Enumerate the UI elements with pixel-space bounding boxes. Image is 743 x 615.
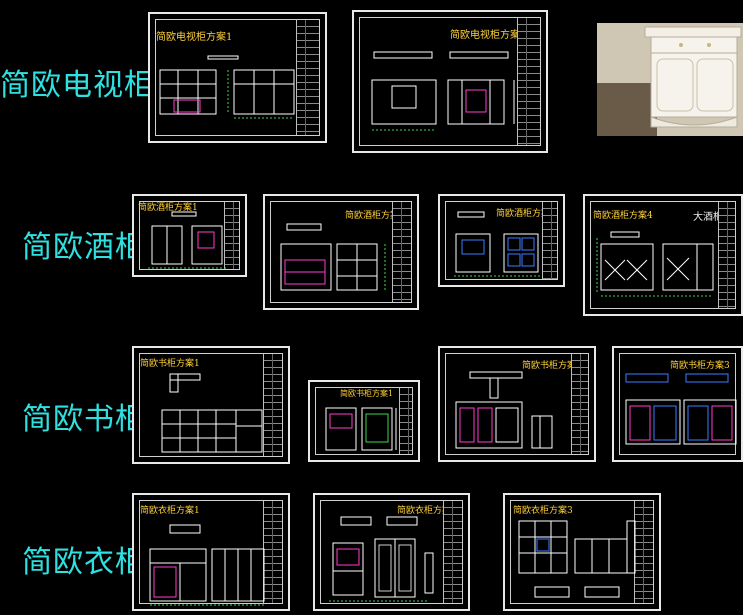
wardrobe-drawing [329,516,434,602]
title-block [263,354,282,456]
tv-cabinet-drawing [371,51,515,131]
cabinet-photo [597,23,743,136]
title-block [571,354,588,454]
wine-cabinet-drawing [596,231,714,297]
sheet-title: 简欧衣柜方案1 [140,506,200,516]
title-block [443,501,462,603]
sheet-border [139,500,283,604]
sheet-title: 简欧书柜方案3 [670,361,730,371]
cabinet-photo-icon [597,23,743,136]
bookcase-drawing [161,373,263,453]
row-label-wine-cabinet: 简欧酒柜 [22,230,146,265]
wardrobe-drawing [518,520,636,598]
title-block [392,202,411,302]
sheet-border [510,500,654,604]
row-label-tv-cabinet: 简欧电视柜 [0,68,155,103]
sheet-title: 简欧书柜方案1 [340,389,394,398]
sheet-title: 简欧酒柜方案1 [138,203,198,213]
sheet-title: 简欧酒柜方案3 [496,209,556,219]
sheet-border [315,387,413,455]
sheet-note: 大酒柜 [693,212,723,223]
title-block [517,18,540,145]
sheet-title: 简欧书柜方案2 [522,361,582,371]
sheet-border [270,201,412,303]
bookcase-drawing [325,407,397,451]
sheet-title: 简欧酒柜方案2 [345,211,405,221]
drawing-sheet-wine-4[interactable]: 简欧酒柜方案4 大酒柜 [583,194,743,316]
drawing-sheet-tv-1[interactable]: 简欧电视柜方案1 [148,12,327,143]
drawing-sheet-wardrobe-1[interactable]: 简欧衣柜方案1 [132,493,290,611]
title-block [718,202,735,308]
sheet-border [359,17,541,146]
sheet-border [139,201,240,270]
title-block [399,388,412,454]
sheet-title: 简欧酒柜方案4 [593,211,653,221]
bookcase-drawing [625,373,737,445]
tv-cabinet-drawing [159,55,295,119]
drawing-sheet-book-4[interactable]: 简欧书柜方案3 [612,346,743,462]
sheet-title: 简欧衣柜方案2 [397,506,457,516]
sheet-border [320,500,463,604]
drawing-sheet-tv-2[interactable]: 简欧电视柜方案2 [352,10,548,153]
drawing-sheet-book-1[interactable]: 简欧书柜方案1 [132,346,290,464]
sheet-title: 简欧电视柜方案1 [156,32,233,43]
sheet-border [445,201,558,280]
sheet-title: 简欧电视柜方案2 [450,30,527,41]
sheet-title: 简欧书柜方案1 [140,359,200,369]
bookcase-drawing [455,371,553,449]
wine-cabinet-drawing [148,211,226,269]
title-block [296,20,319,135]
drawing-sheet-wine-3[interactable]: 简欧酒柜方案3 [438,194,565,287]
row-label-wardrobe: 简欧衣柜 [22,545,146,580]
sheet-border [445,353,589,455]
wardrobe-drawing [149,524,265,606]
row-label-bookcase: 简欧书柜 [22,402,146,437]
drawing-sheet-book-3[interactable]: 简欧书柜方案2 [438,346,596,462]
drawing-sheet-wine-2[interactable]: 简欧酒柜方案2 [263,194,419,310]
sheet-border [139,353,283,457]
wine-cabinet-drawing [454,211,542,277]
drawing-sheet-wine-1[interactable]: 简欧酒柜方案1 [132,194,247,277]
drawing-sheet-book-2[interactable]: 简欧书柜方案1 [308,380,420,462]
sheet-border [155,19,320,136]
title-block [224,202,239,269]
wine-cabinet-drawing [280,223,386,291]
sheet-border [590,201,736,309]
drawing-sheet-wardrobe-2[interactable]: 简欧衣柜方案2 [313,493,470,611]
title-block [542,202,557,279]
sheet-title: 简欧衣柜方案3 [513,506,573,516]
drawing-sheet-wardrobe-3[interactable]: 简欧衣柜方案3 [503,493,661,611]
